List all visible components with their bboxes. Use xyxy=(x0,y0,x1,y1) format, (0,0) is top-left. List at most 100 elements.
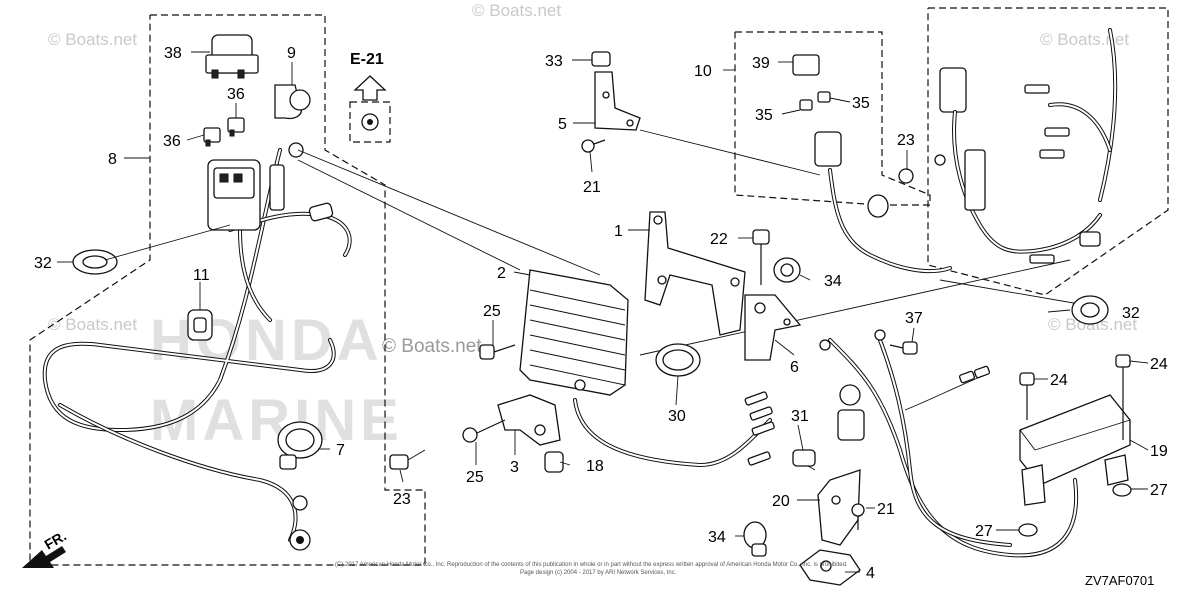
callout-10: 10 xyxy=(694,63,712,80)
bracket-part-1 xyxy=(644,211,746,336)
callout-33: 33 xyxy=(545,53,563,70)
bolt-part-23-left xyxy=(389,449,426,470)
callout-1: 1 xyxy=(614,223,623,240)
callout-19: 19 xyxy=(1150,443,1168,460)
callout-32-right: 32 xyxy=(1122,305,1140,322)
callout-6: 6 xyxy=(790,359,799,376)
fr-label: FR. xyxy=(42,527,70,552)
up-arrow-icon xyxy=(353,75,387,101)
cover-part-19 xyxy=(1019,394,1131,506)
callout-5: 5 xyxy=(558,116,567,133)
brand-watermark-marine: MARINE xyxy=(150,388,403,453)
bolt-part-25-upper xyxy=(479,344,516,360)
bracket-part-6 xyxy=(744,294,802,361)
relay-part-38 xyxy=(205,34,259,79)
callout-18: 18 xyxy=(586,458,604,475)
capacitor xyxy=(837,384,865,441)
group-box-8 xyxy=(29,14,426,566)
leader-2-wire xyxy=(297,149,601,276)
callout-22: 22 xyxy=(710,231,728,248)
reference-e21-label: E-21 xyxy=(350,51,384,68)
callout-labels: 38 9 36 36 8 32 11 7 23 25 25 2 3 18 1 3… xyxy=(34,45,1168,582)
cap-part-9 xyxy=(274,84,311,120)
callout-21-lower: 21 xyxy=(877,501,895,518)
bolt-part-24-left xyxy=(1019,372,1035,420)
fr-arrow-icon xyxy=(22,546,66,568)
callout-23-left: 23 xyxy=(393,491,411,508)
clamp-part-30 xyxy=(655,343,701,377)
clip-part-31 xyxy=(792,449,816,467)
diagram-code: ZV7AF0701 xyxy=(1085,573,1154,588)
clip-part-18 xyxy=(544,451,564,473)
clip-part-34-lower xyxy=(743,521,767,557)
callout-35-right: 35 xyxy=(852,95,870,112)
callout-8: 8 xyxy=(108,151,117,168)
reference-e21: E-21 xyxy=(350,51,387,131)
callout-25-lower: 25 xyxy=(466,469,484,486)
bolt-part-25-lower xyxy=(462,419,506,443)
callout-3: 3 xyxy=(510,459,519,476)
copyright-line-1: (C) 2017 American Honda Motor Co., Inc. … xyxy=(335,562,848,568)
sleeve-icon xyxy=(269,164,285,211)
bolt-part-21-top xyxy=(581,139,606,153)
callout-4: 4 xyxy=(866,565,875,582)
watermark-layer: © Boats.net © Boats.net © Boats.net © Bo… xyxy=(48,1,1137,453)
bracket-part-20 xyxy=(817,469,861,546)
ring-terminal-3-icon xyxy=(288,142,304,158)
wire-bundle-lower-right xyxy=(819,329,1079,558)
grommet-part-32-left xyxy=(72,249,118,275)
bracket-part-5 xyxy=(594,71,641,131)
leader-32-left-link xyxy=(104,224,231,261)
terminals-cluster xyxy=(744,391,775,466)
clamp-part-7 xyxy=(277,421,323,470)
callout-37: 37 xyxy=(905,310,923,327)
regulator-part-2 xyxy=(519,269,629,396)
clip-part-33 xyxy=(591,51,611,67)
fuses-part-36 xyxy=(203,117,245,147)
connector-block xyxy=(207,159,261,231)
bracket-part-4 xyxy=(799,549,861,586)
callout-24-left: 24 xyxy=(1050,372,1068,389)
washer-part-27-lower xyxy=(1018,523,1038,537)
callout-7: 7 xyxy=(336,442,345,459)
grommet-part-32-right xyxy=(1071,295,1109,325)
watermark-center: © Boats.net xyxy=(382,336,482,357)
leader-lines xyxy=(57,51,1149,573)
callout-39: 39 xyxy=(752,55,770,72)
watermark-top-mid: © Boats.net xyxy=(472,1,561,20)
watermark-left-mid: © Boats.net xyxy=(48,315,137,334)
nut-hole-icon xyxy=(367,119,373,125)
callout-20: 20 xyxy=(772,493,790,510)
leader-harness-diag xyxy=(639,259,1071,356)
callout-24-right: 24 xyxy=(1150,356,1168,373)
callout-21-top: 21 xyxy=(583,179,601,196)
leader-32-right-link xyxy=(939,279,1086,306)
callout-36-upper: 36 xyxy=(227,86,245,103)
bolt-part-24-right xyxy=(1115,354,1131,440)
front-direction-indicator: FR. xyxy=(22,527,69,568)
ref-box-e21 xyxy=(349,101,391,143)
bolt-part-21-lower xyxy=(851,503,865,530)
harness-right xyxy=(898,28,1118,264)
wire-cap-icon xyxy=(308,202,334,222)
callout-34-upper: 34 xyxy=(824,273,842,290)
watermark-top-left: © Boats.net xyxy=(48,30,137,49)
callout-36-lower: 36 xyxy=(163,133,181,150)
callout-25-upper: 25 xyxy=(483,303,501,320)
bolt-part-22 xyxy=(752,229,770,285)
callout-23-right: 23 xyxy=(897,132,915,149)
copyright-line-2: Page design (c) 2004 - 2017 by ARI Netwo… xyxy=(520,570,677,576)
washer-part-27-right xyxy=(1112,483,1132,497)
callout-31: 31 xyxy=(791,408,809,425)
ring-terminal-2-icon xyxy=(292,495,308,511)
harness-left xyxy=(42,142,352,551)
callout-34-lower: 34 xyxy=(708,529,726,546)
callout-27-lower: 27 xyxy=(975,523,993,540)
leader-extra xyxy=(297,159,521,271)
callout-2: 2 xyxy=(497,265,506,282)
callout-38: 38 xyxy=(164,45,182,62)
callout-27-right: 27 xyxy=(1150,482,1168,499)
connector-pair xyxy=(958,365,991,384)
group-box-10 xyxy=(734,31,931,206)
